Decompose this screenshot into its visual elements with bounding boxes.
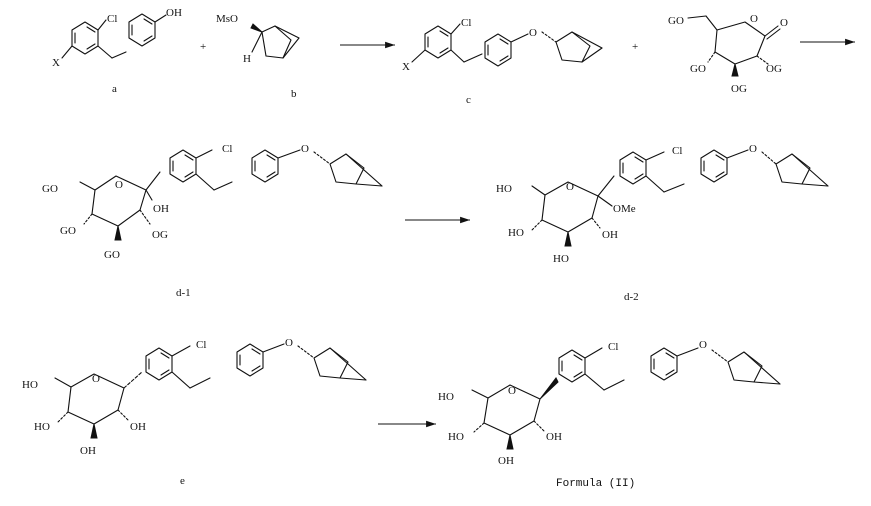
lactone-go-top: GO xyxy=(668,15,684,27)
compound-a-x: X xyxy=(52,57,60,69)
final-o-ring: O xyxy=(508,385,516,397)
final-cl: Cl xyxy=(608,341,618,353)
d1-go-left: GO xyxy=(60,225,76,237)
lactone-o-carbonyl: O xyxy=(780,17,788,29)
final-oh-right: OH xyxy=(546,431,562,443)
lactone-og-right: OG xyxy=(766,63,782,75)
e-o: O xyxy=(285,337,293,349)
d2-ho-bottom: HO xyxy=(553,253,569,265)
d1-o: O xyxy=(301,143,309,155)
d1-o-ring: O xyxy=(115,179,123,191)
compound-c: Cl X O c xyxy=(402,17,603,106)
d2-ho-top: HO xyxy=(496,183,512,195)
compound-d2: HO O OMe HO OH HO Cl O d-2 xyxy=(496,143,829,303)
compound-c-label: c xyxy=(466,94,471,106)
plus-sign-2: + xyxy=(632,41,638,53)
final-ho-top: HO xyxy=(438,391,454,403)
e-ho-top: HO xyxy=(22,379,38,391)
compound-a-cl: Cl xyxy=(107,13,117,25)
e-cl: Cl xyxy=(196,339,206,351)
e-o-ring: O xyxy=(92,373,100,385)
d2-o-ring: O xyxy=(566,181,574,193)
d1-cl: Cl xyxy=(222,143,232,155)
d1-oh: OH xyxy=(153,203,169,215)
compound-a: Cl X OH a xyxy=(52,7,182,95)
plus-sign-1: + xyxy=(200,41,206,53)
e-oh-right: OH xyxy=(130,421,146,433)
compound-c-x: X xyxy=(402,61,410,73)
d1-go-bottom: GO xyxy=(104,249,120,261)
e-label: e xyxy=(180,475,185,487)
compound-formula-ii: HO O HO OH OH Cl O Formula (II) xyxy=(438,339,781,490)
d1-go-top: GO xyxy=(42,183,58,195)
compound-c-o: O xyxy=(529,27,537,39)
compound-a-label: a xyxy=(112,83,117,95)
compound-d1: GO O OH GO OG GO Cl O d-1 xyxy=(42,143,383,299)
d2-label: d-2 xyxy=(624,291,639,303)
lactone-og-bottom: OG xyxy=(731,83,747,95)
d2-oh-right: OH xyxy=(602,229,618,241)
compound-b-mso: MsO xyxy=(216,13,238,25)
compound-b-label: b xyxy=(291,88,297,100)
compound-b: MsO H b xyxy=(216,13,300,100)
final-label: Formula (II) xyxy=(556,478,635,490)
compound-gluconolactone: GO O O GO OG OG xyxy=(668,13,788,95)
compound-e: HO O HO OH OH Cl O e xyxy=(22,337,367,487)
compound-a-oh: OH xyxy=(166,7,182,19)
final-ho-left: HO xyxy=(448,431,464,443)
d2-ome: OMe xyxy=(613,203,636,215)
lactone-go-left: GO xyxy=(690,63,706,75)
e-ho-left: HO xyxy=(34,421,50,433)
lactone-o-ring: O xyxy=(750,13,758,25)
compound-c-cl: Cl xyxy=(461,17,471,29)
d1-og-right: OG xyxy=(152,229,168,241)
d1-label: d-1 xyxy=(176,287,191,299)
d2-ho-left: HO xyxy=(508,227,524,239)
d2-cl: Cl xyxy=(672,145,682,157)
d2-o: O xyxy=(749,143,757,155)
compound-b-h: H xyxy=(243,53,251,65)
final-o: O xyxy=(699,339,707,351)
e-oh-bottom: OH xyxy=(80,445,96,457)
final-oh-bottom: OH xyxy=(498,455,514,467)
